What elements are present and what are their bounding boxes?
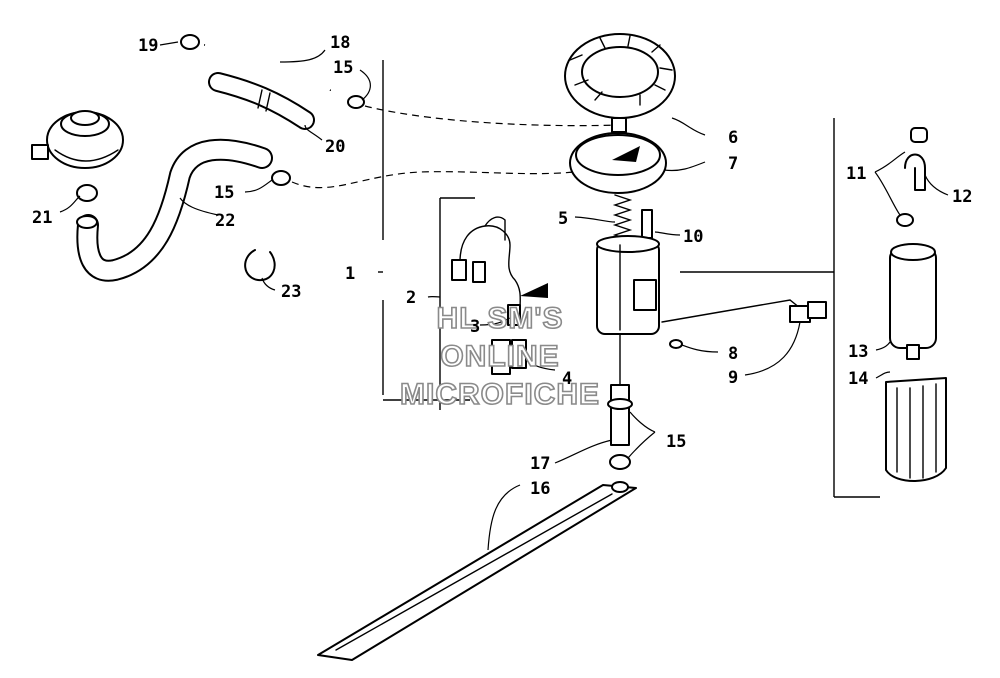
pump-inset-parts: [885, 127, 947, 482]
hex-nut-upper: [347, 95, 365, 109]
callout-15-upper: 15: [333, 58, 353, 78]
group-bracket-lines: [378, 60, 880, 498]
callout-6: 6: [728, 128, 738, 148]
fuel-pump-assembly-icon: [596, 235, 660, 386]
fuel-line-lower: [76, 138, 273, 282]
callout-3: 3: [470, 317, 480, 337]
fuel-line-upper: [180, 34, 332, 93]
callout-2: 2: [406, 288, 416, 308]
watermark-line-1: HL SM'S: [437, 302, 564, 335]
callout-18: 18: [330, 33, 350, 53]
callout-12: 12: [952, 187, 972, 207]
callout-10: 10: [683, 227, 703, 247]
hose-segment-20: [208, 72, 315, 130]
callout-14: 14: [848, 369, 868, 389]
route-line-upper: [364, 105, 621, 127]
fuel-regulator-icon: [31, 110, 124, 169]
callout-11: 11: [846, 164, 866, 184]
callout-16: 16: [530, 479, 550, 499]
callout-22: 22: [215, 211, 235, 231]
watermark: HL SM'S ONLINE MICROFICHE: [399, 301, 600, 412]
mounting-strap: [317, 481, 637, 661]
hex-nut-middle: [271, 170, 291, 186]
callout-15-middle: 15: [214, 183, 234, 203]
level-sensor-wire: [661, 299, 827, 349]
hose-clip-23: [244, 249, 276, 282]
callout-8: 8: [728, 344, 738, 364]
watermark-line-3: MICROFICHE: [400, 378, 600, 411]
callout-9: 9: [728, 368, 738, 388]
watermark-line-2: ONLINE: [440, 340, 559, 373]
callout-labels: 1 2 3 4 5 6 7 8 9 10 11 12 13 14 15 15 1…: [32, 33, 972, 499]
outlet-fitting: [607, 384, 633, 470]
pump-flange: [569, 117, 667, 194]
callout-13: 13: [848, 342, 868, 362]
leader-lines: [59, 41, 949, 551]
wire-harness: [451, 216, 548, 375]
callout-20: 20: [325, 137, 345, 157]
lock-ring-icon: [564, 33, 676, 119]
callout-19: 19: [138, 36, 158, 56]
route-line-lower: [291, 169, 591, 189]
callout-15-lower: 15: [666, 432, 686, 452]
callout-7: 7: [728, 154, 738, 174]
callout-4: 4: [562, 369, 572, 389]
callout-5: 5: [558, 209, 568, 229]
callout-1: 1: [345, 264, 355, 284]
callout-17: 17: [530, 454, 550, 474]
callout-23: 23: [281, 282, 301, 302]
callout-21: 21: [32, 208, 52, 228]
